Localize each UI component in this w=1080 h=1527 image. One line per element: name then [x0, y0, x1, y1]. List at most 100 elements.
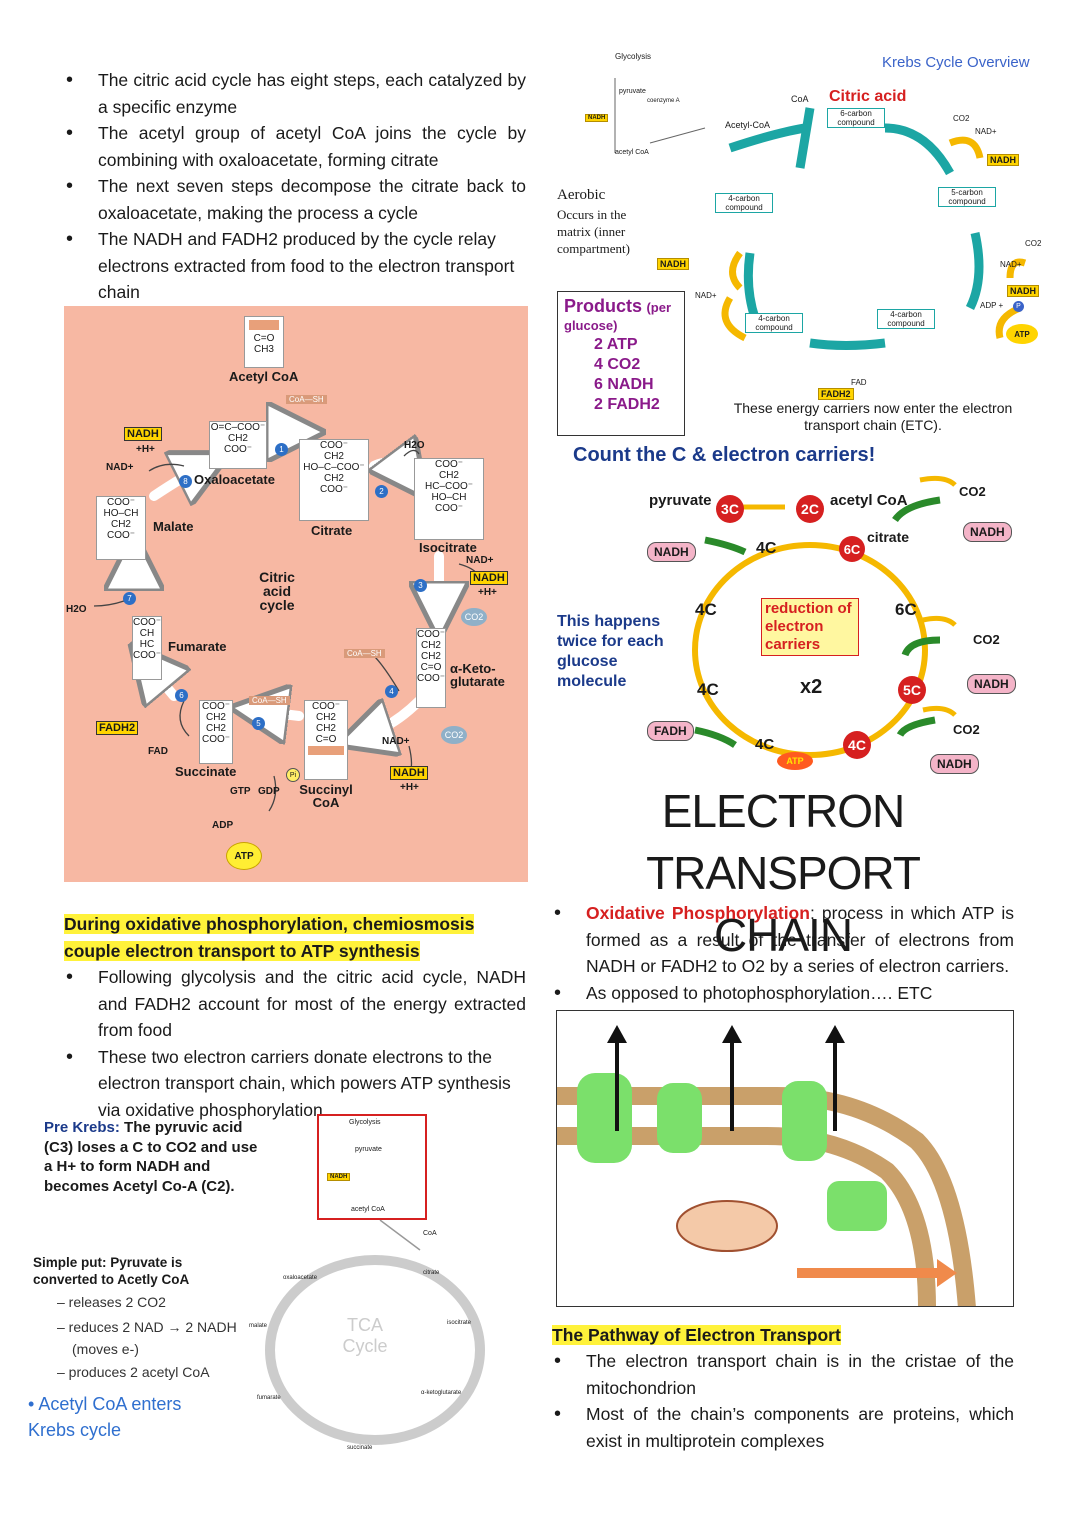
- products-box: Products (per glucose) 2 ATP 4 CO2 6 NAD…: [557, 291, 685, 436]
- product-2: 4 CO2: [594, 356, 641, 373]
- matrix-label: Occurs in the matrix (inner compartment): [557, 207, 630, 256]
- tca-citrate-label: citrate: [423, 1270, 440, 1276]
- fad-label: FAD: [148, 746, 168, 757]
- top-bullet-4: The NADH and FADH2 produced by the cycle…: [64, 226, 526, 306]
- prekrebs-label: Pre Krebs:: [44, 1119, 120, 1136]
- pi-badge: Pi: [286, 768, 300, 782]
- gdp-label: GDP: [258, 786, 280, 797]
- step-4: 4: [385, 685, 398, 698]
- prekrebs-description: The pyruvic acid (C3) loses a C to CO2 a…: [44, 1119, 258, 1195]
- etc-membrane-diagram: [556, 1010, 1014, 1307]
- step-4-label: 4: [389, 687, 394, 696]
- cycle-center-label: Citric acid cycle: [259, 569, 295, 613]
- step-5-label: 5: [256, 719, 261, 728]
- step-5: 5: [252, 717, 265, 730]
- step-6: 6: [175, 689, 188, 702]
- carbon-6c-1: 6C: [839, 536, 865, 562]
- carbon-4c-2: 4C: [695, 600, 717, 619]
- step-7: 7: [123, 592, 136, 605]
- h-plus-1: +H+: [136, 444, 155, 455]
- nadh-ring-1: NADH: [987, 154, 1019, 166]
- pi-label: Pi: [289, 771, 297, 779]
- nadh-badge-1: NADH: [124, 427, 162, 441]
- krebs-overview-title: Krebs Cycle Overview: [882, 54, 1030, 71]
- carbon-5c: 5C: [898, 676, 926, 704]
- nad-plus-1: NAD+: [106, 462, 134, 473]
- alpha-ketoglutarate-label: α-Keto-glutarate: [450, 661, 505, 689]
- count-carbons-diagram: Count the C & electron carriers! pyruvat…: [555, 440, 1060, 775]
- nadh-pig-1: NADH: [647, 542, 696, 562]
- tca-acetyl-label: acetyl CoA: [351, 1206, 385, 1213]
- carbon-5c-label: 5C: [903, 682, 921, 698]
- tca-isocitrate-label: isocitrate: [447, 1320, 472, 1326]
- prekrebs-simple: Simple put: Pyruvate is converted to Ace…: [33, 1255, 190, 1287]
- step-1: 1: [275, 443, 288, 456]
- phosphate-badge: P: [1013, 301, 1024, 312]
- coa-sh-label-2: CoA—SH: [344, 649, 385, 658]
- co2-bubble-1: CO2: [461, 608, 487, 626]
- nadh-pig-4: NADH: [930, 754, 979, 774]
- count-acetyl-label: acetyl CoA: [830, 492, 908, 509]
- nad-plus-2: NAD+: [466, 555, 494, 566]
- atp-label: ATP: [234, 850, 254, 862]
- carbon-6c-1-label: 6C: [843, 541, 861, 557]
- compound-4c-box-3: 4-carbon compound: [877, 309, 935, 329]
- tca-glycolysis-label: Glycolysis: [349, 1119, 381, 1126]
- products-title-row: Products (per glucose): [564, 296, 678, 335]
- nad-ring-3: NAD+: [695, 291, 717, 300]
- top-bullet-1: The citric acid cycle has eight steps, e…: [64, 67, 526, 120]
- step-8-label: 8: [183, 477, 188, 486]
- water-2: H2O: [66, 604, 87, 615]
- tca-mini-diagram: Glycolysis pyruvate NADH acetyl CoA CoA …: [235, 1110, 525, 1465]
- carbon-4c-red: 4C: [843, 731, 871, 759]
- glycolysis-highlight-box: [317, 1114, 427, 1220]
- tca-aketo-label: α-ketoglutarate: [421, 1390, 462, 1396]
- prekrebs-item-2: – reduces 2 NAD → 2 NADH: [57, 1319, 237, 1335]
- ox-heading-text: During oxidative phosphorylation, chemio…: [64, 914, 475, 961]
- count-pyruvate-label: pyruvate: [649, 492, 712, 509]
- isocitrate-label: Isocitrate: [419, 540, 477, 555]
- step-8: 8: [179, 475, 192, 488]
- reduction-box: reduction of electron carriers: [761, 598, 859, 656]
- pathway-heading-text: The Pathway of Electron Transport: [552, 1325, 841, 1345]
- adp-ring: ADP +: [980, 301, 1004, 310]
- co2-ring-2: CO2: [1025, 239, 1042, 248]
- pathway-bullet-2: Most of the chain’s components are prote…: [552, 1401, 1014, 1454]
- nad-plus-3: NAD+: [382, 736, 410, 747]
- carbon-3c-label: 3C: [721, 501, 739, 517]
- carbon-2c: 2C: [796, 495, 824, 523]
- pathway-bullet-1: The electron transport chain is in the c…: [552, 1348, 1014, 1401]
- citrate-label: Citrate: [311, 523, 353, 538]
- tca-pyruvate-label: pyruvate: [355, 1146, 382, 1153]
- multiplier-label: x2: [800, 676, 823, 698]
- nadh-small-1: NADH: [585, 114, 609, 122]
- atp-burst-label: ATP: [786, 756, 804, 766]
- etc-heading-line-1: ELECTRON TRANSPORT: [646, 785, 921, 899]
- nadh-badge-3: NADH: [390, 766, 428, 780]
- ox-bullet-2: These two electron carriers donate elect…: [64, 1044, 526, 1124]
- top-bullet-2: The acetyl group of acetyl CoA joins the…: [64, 120, 526, 173]
- tca-malate-label: malate: [249, 1323, 268, 1329]
- co2-ring-1: CO2: [953, 114, 970, 123]
- acetyl-coa-molecule: C=O CH3: [244, 316, 284, 368]
- pathway-bullet-list: The electron transport chain is in the c…: [552, 1348, 1014, 1454]
- count-ring-graphic: [692, 475, 957, 758]
- tca-nadh-1: NADH: [327, 1173, 351, 1181]
- step-3-label: 3: [418, 581, 423, 590]
- compound-4c-box-2: 4-carbon compound: [745, 313, 803, 333]
- coenzyme-label: coenzyme A: [647, 98, 680, 104]
- count-citrate-label: citrate: [867, 529, 910, 545]
- prekrebs-item-1: – releases 2 CO2: [57, 1294, 166, 1310]
- co2-count-3: CO2: [953, 722, 980, 737]
- step-7-label: 7: [127, 594, 132, 603]
- coa-label: CoA: [791, 94, 809, 104]
- ox-def-text: : process in which ATP is formed as a re…: [586, 903, 1014, 976]
- ox-def-term: Oxidative Phosphorylation: [586, 903, 810, 923]
- top-bullet-3: The next seven steps decompose the citra…: [64, 173, 526, 226]
